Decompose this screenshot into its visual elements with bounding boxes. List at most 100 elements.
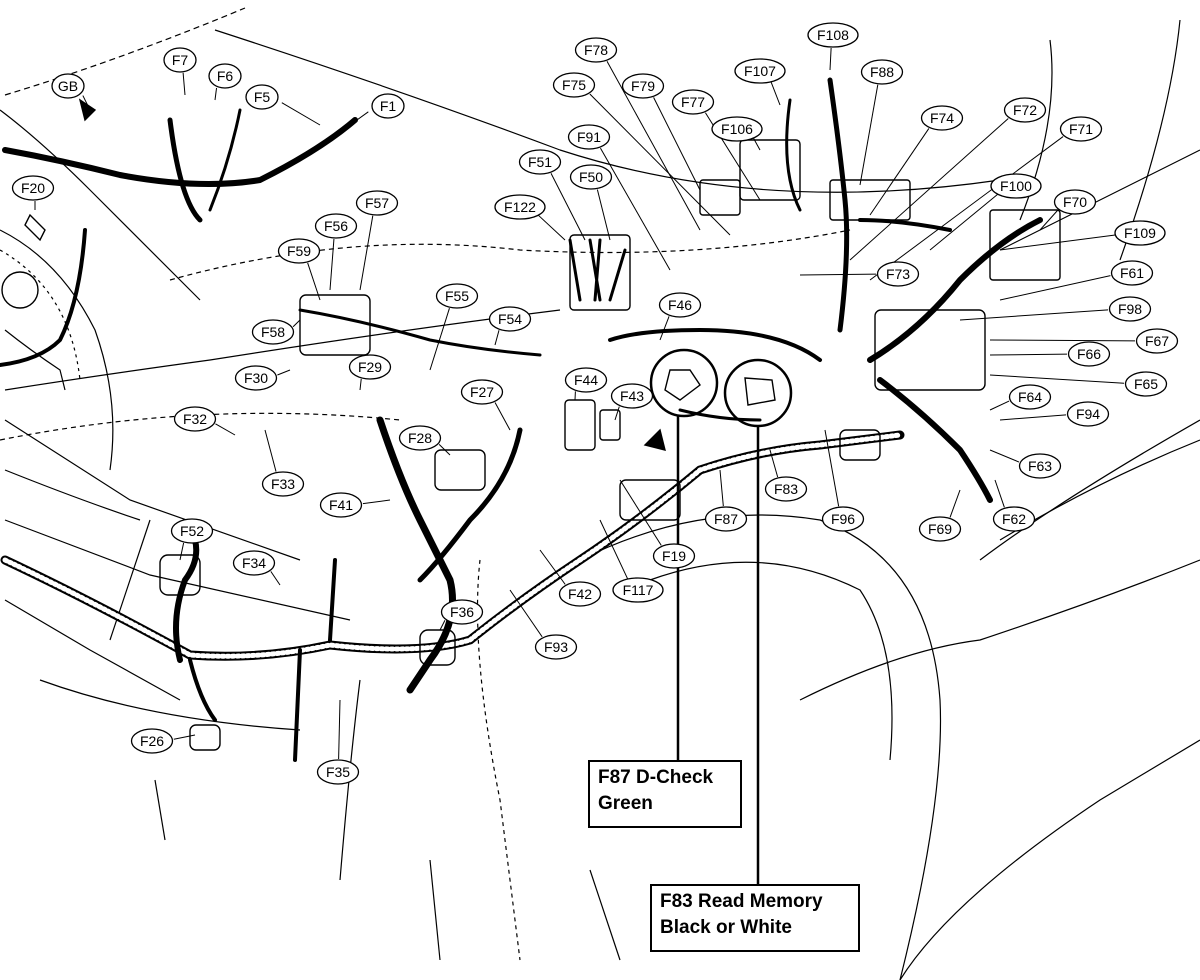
leader-f122 [537, 214, 566, 241]
connector-label-text: F98 [1118, 301, 1142, 317]
connector-label-text: F34 [242, 555, 266, 571]
f83-callout-line2: Black or White [660, 917, 792, 938]
connector-label-f96: F96 [821, 506, 865, 532]
wire-harness [0, 77, 1043, 762]
connector-label-f87: F87 [704, 506, 748, 532]
connector-label-f77: F77 [671, 89, 715, 115]
component-details [1, 98, 1061, 751]
connector-label-text: GB [58, 78, 78, 94]
leader-f51 [550, 173, 586, 241]
connector-label-text: F56 [324, 218, 348, 234]
connector-label-text: F20 [21, 180, 45, 196]
leader-f61 [999, 275, 1111, 301]
connector-label-f29: F29 [348, 354, 392, 380]
connector-label-f34: F34 [232, 550, 276, 576]
connector-label-f44: F44 [564, 367, 608, 393]
leader-f106 [752, 137, 761, 151]
leader-f27 [494, 402, 511, 431]
connector-label-text: F78 [584, 42, 608, 58]
connector-label-text: F65 [1134, 376, 1158, 392]
leader-f93 [509, 589, 543, 638]
leader-f73 [799, 273, 877, 276]
connector-label-text: F107 [744, 63, 776, 79]
leader-f66 [989, 353, 1068, 356]
connector-label-text: F36 [450, 604, 474, 620]
connector-label-text: F63 [1028, 458, 1052, 474]
connector-label-text: F42 [568, 586, 592, 602]
connector-label-f7: F7 [163, 47, 197, 73]
f87-callout-line1: F87 D-Check [598, 767, 714, 788]
connector-label-text: F77 [681, 94, 705, 110]
leader-f107 [770, 82, 781, 106]
connector-label-text: F28 [408, 430, 432, 446]
f87-callout-line2: Green [598, 793, 653, 814]
connector-label-f61: F61 [1110, 260, 1154, 286]
connector-label-text: F69 [928, 521, 952, 537]
connector-label-text: F54 [498, 311, 522, 327]
connector-label-text: F46 [668, 297, 692, 313]
connector-label-f69: F69 [918, 516, 962, 542]
leader-f71 [869, 136, 1064, 281]
leader-f72 [849, 118, 1009, 261]
leader-f59 [307, 262, 321, 301]
connector-label-f65: F65 [1124, 371, 1168, 397]
leader-f29 [359, 378, 362, 391]
connector-label-f52: F52 [170, 518, 214, 544]
connector-label-text: F33 [271, 476, 295, 492]
connector-label-text: F96 [831, 511, 855, 527]
leader-f43 [614, 406, 620, 421]
leader-f57 [359, 215, 374, 291]
connector-label-text: F106 [721, 121, 753, 137]
connector-label-f79: F79 [621, 73, 665, 99]
connector-label-f50: F50 [569, 164, 613, 190]
connector-label-f33: F33 [261, 471, 305, 497]
vehicle-outline [0, 7, 1200, 980]
connector-label-text: F64 [1018, 389, 1042, 405]
connector-label-gb: GB [51, 73, 85, 99]
connector-label-text: F79 [631, 78, 655, 94]
connector-label-text: F52 [180, 523, 204, 539]
connector-label-text: F122 [504, 199, 536, 215]
leader-f32 [215, 423, 236, 436]
connector-label-f64: F64 [1008, 384, 1052, 410]
leader-f75 [589, 93, 731, 236]
connector-label-f35: F35 [316, 759, 360, 785]
leader-f42 [539, 549, 566, 585]
leader-f69 [949, 489, 961, 518]
connector-label-text: F75 [562, 77, 586, 93]
leader-gb [82, 95, 91, 111]
connector-label-f57: F57 [355, 190, 399, 216]
connector-label-text: F62 [1002, 511, 1026, 527]
connector-label-f20: F20 [11, 175, 55, 201]
leader-f7 [182, 72, 186, 96]
leader-f52 [179, 542, 185, 561]
f87-connector-circle [649, 348, 719, 418]
connector-label-f74: F74 [920, 105, 964, 131]
connector-label-f43: F43 [610, 383, 654, 409]
connector-label-text: F73 [886, 266, 910, 282]
connector-label-text: F43 [620, 388, 644, 404]
connector-label-f59: F59 [277, 238, 321, 264]
connector-label-f55: F55 [435, 283, 479, 309]
leader-f83 [769, 449, 779, 478]
leader-f74 [869, 128, 930, 216]
connector-label-f5: F5 [245, 84, 279, 110]
connector-label-f94: F94 [1066, 401, 1110, 427]
leader-f100 [929, 193, 999, 251]
connector-label-text: F94 [1076, 406, 1100, 422]
connector-label-text: F57 [365, 195, 389, 211]
connector-label-f91: F91 [567, 124, 611, 150]
connector-label-text: F19 [662, 548, 686, 564]
connector-label-text: F55 [445, 288, 469, 304]
connector-label-f98: F98 [1108, 296, 1152, 322]
leader-f35 [338, 699, 341, 760]
connector-label-text: F66 [1077, 346, 1101, 362]
leader-f50 [596, 189, 611, 241]
connector-label-text: F29 [358, 359, 382, 375]
leader-f88 [859, 84, 879, 186]
leader-f28 [438, 444, 451, 456]
leader-f58 [292, 319, 301, 328]
f87-d-check-callout: F87 D-Check Green [588, 760, 742, 828]
connector-label-text: F59 [287, 243, 311, 259]
